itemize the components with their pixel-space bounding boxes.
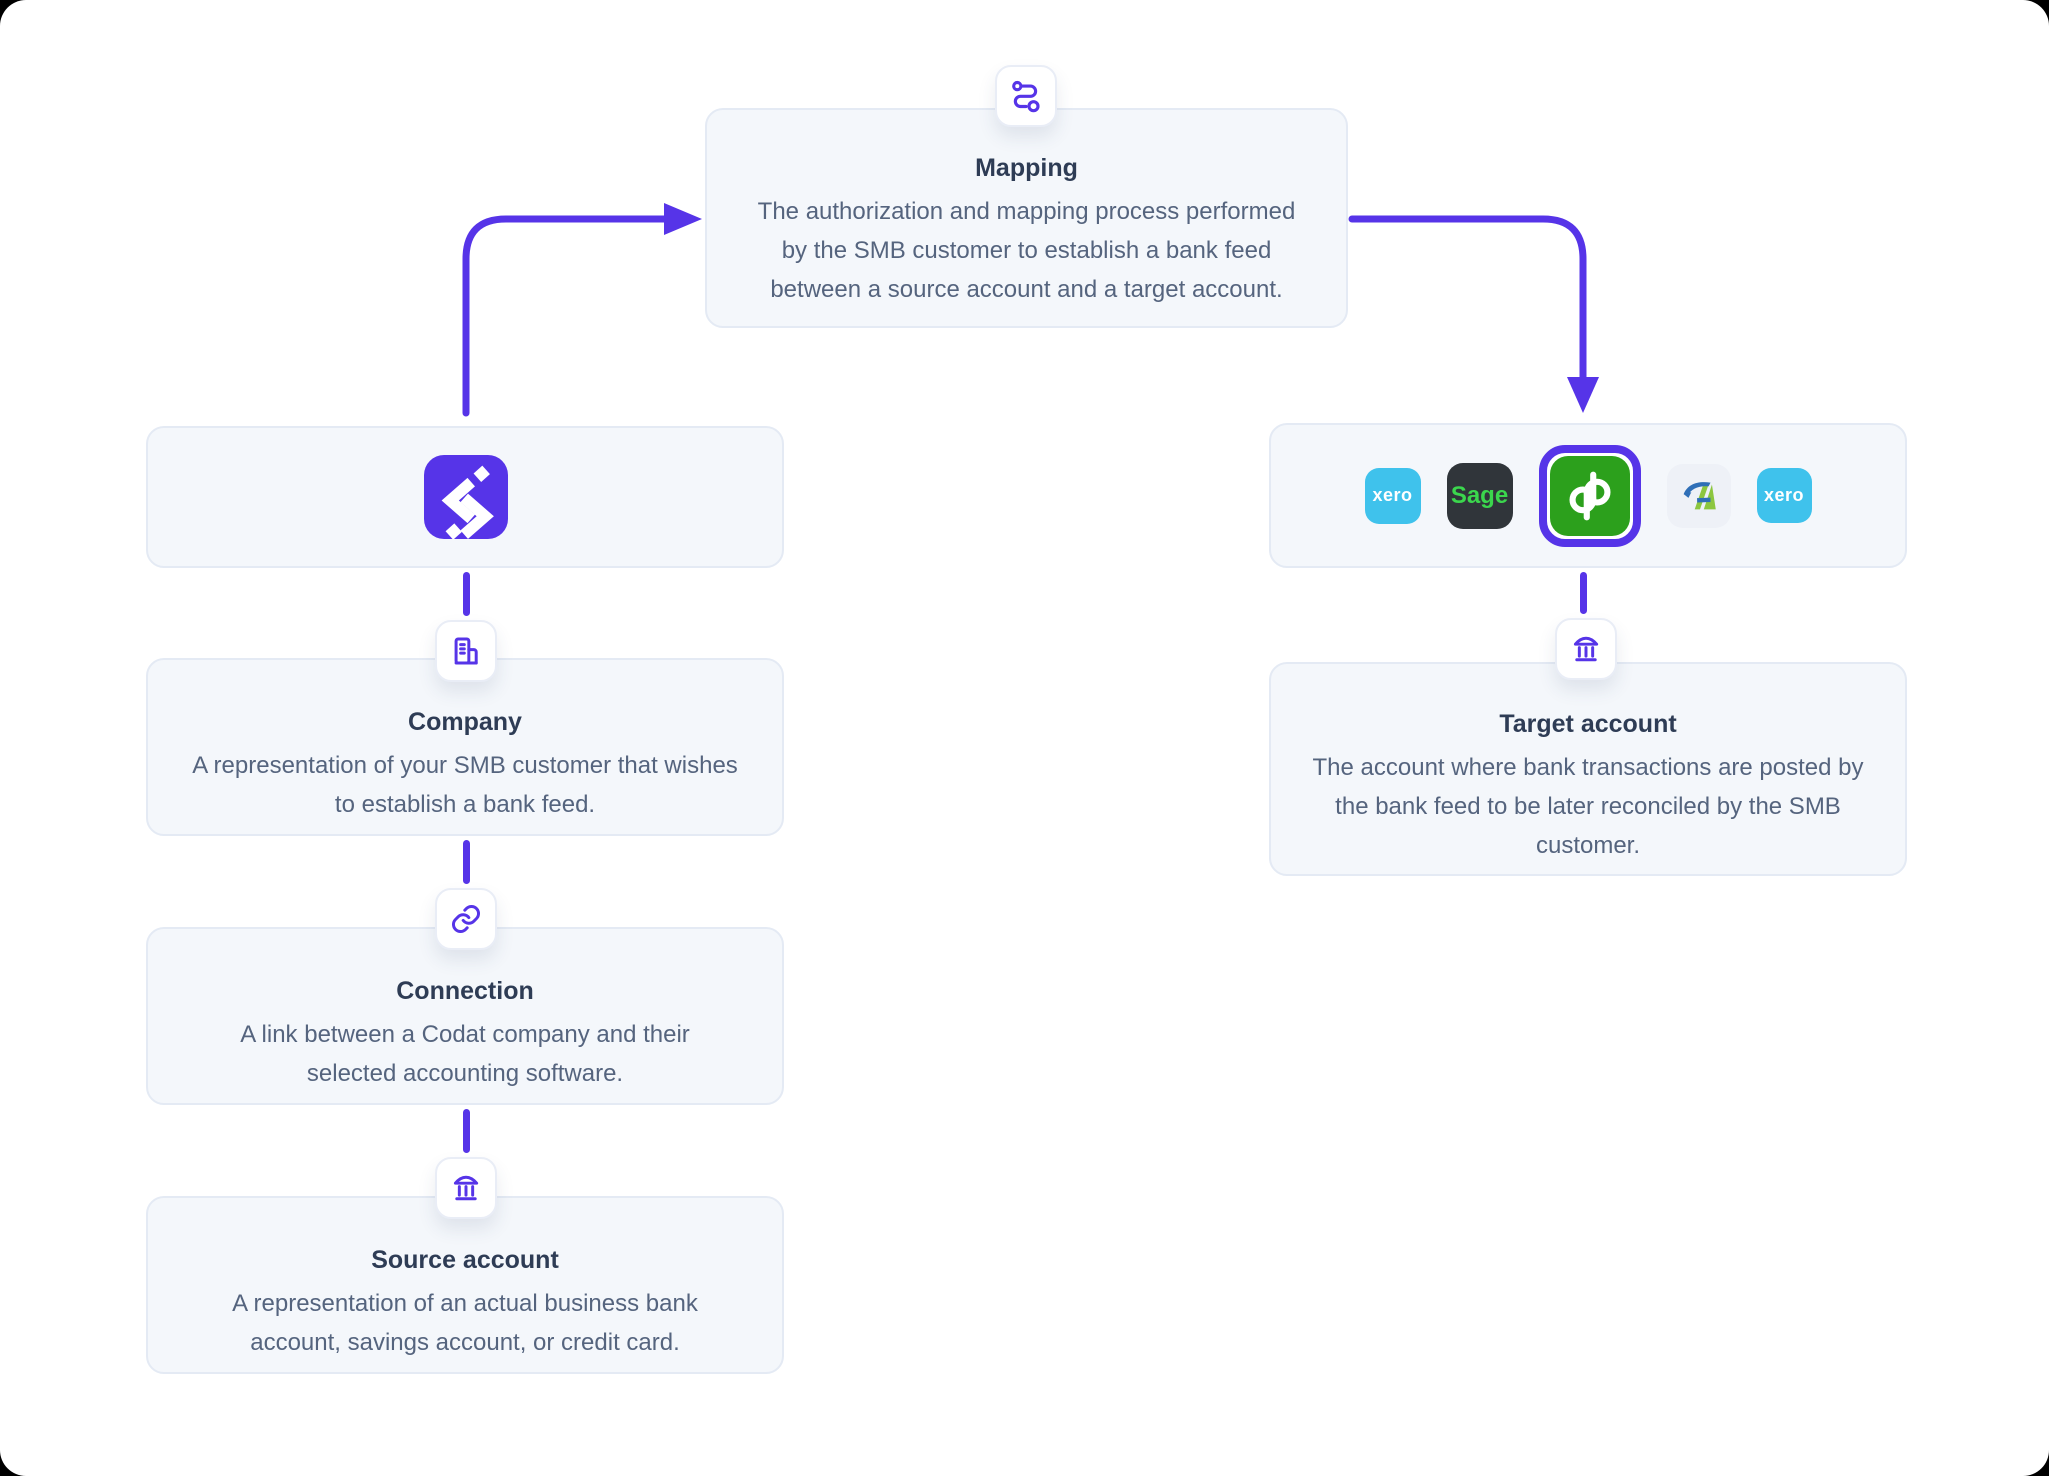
xero-logo-label: xero [1372, 485, 1413, 505]
connector-codat-company [463, 572, 470, 616]
mapping-title: Mapping [975, 154, 1078, 182]
xero-logo-2-label: xero [1763, 485, 1805, 505]
company-box: Company A representation of your SMB cus… [146, 658, 784, 836]
link-icon [452, 905, 480, 933]
company-description: A representation of your SMB customer th… [192, 752, 738, 818]
freeagent-logo [1666, 463, 1731, 528]
quickbooks-qb-icon [1568, 471, 1611, 520]
arrowhead-right [664, 203, 702, 235]
mapping-box: Mapping The authorization and mapping pr… [705, 108, 1348, 328]
connection-description: A link between a Codat company and their… [240, 1021, 690, 1087]
bank-icon [1573, 636, 1599, 662]
connector-connection-source [463, 1109, 470, 1153]
accounting-software-logos: xero Sage [1269, 423, 1907, 568]
xero-logo: xero [1364, 467, 1421, 524]
company-icon-card [435, 620, 497, 682]
target-account-box: Target account The account where bank tr… [1269, 662, 1907, 876]
arrowhead-down [1567, 377, 1599, 413]
quickbooks-logo [1549, 455, 1630, 536]
mapping-icon-card [995, 65, 1057, 127]
codat-logo [424, 455, 508, 539]
connection-title: Connection [396, 977, 534, 1005]
source-account-box: Source account A representation of an ac… [146, 1196, 784, 1374]
building-icon [454, 637, 478, 665]
company-title: Company [408, 708, 522, 736]
source-account-description: A representation of an actual business b… [232, 1290, 698, 1356]
connection-icon-card [435, 888, 497, 950]
target-account-title: Target account [1499, 710, 1677, 738]
connection-box: Connection A link between a Codat compan… [146, 927, 784, 1105]
freeagent-icon [1683, 481, 1716, 509]
route-icon [1012, 80, 1040, 113]
sage-logo-label: Sage [1450, 481, 1509, 509]
connector-company-connection [463, 840, 470, 884]
connector-software-target [1580, 572, 1587, 614]
arrow-mapping-to-software [1348, 215, 1587, 383]
sage-logo: Sage [1446, 462, 1513, 529]
codat-chevrons-icon [441, 465, 494, 539]
mapping-description: The authorization and mapping process pe… [757, 198, 1296, 303]
quickbooks-logo-selected [1538, 444, 1641, 547]
source-account-icon-card [435, 1157, 497, 1219]
xero-logo-2: xero [1756, 468, 1812, 523]
source-account-title: Source account [371, 1246, 559, 1274]
arrow-company-to-mapping [462, 215, 670, 417]
target-account-description: The account where bank transactions are … [1312, 754, 1864, 859]
bank-icon [453, 1175, 479, 1201]
target-account-icon-card [1555, 618, 1617, 680]
